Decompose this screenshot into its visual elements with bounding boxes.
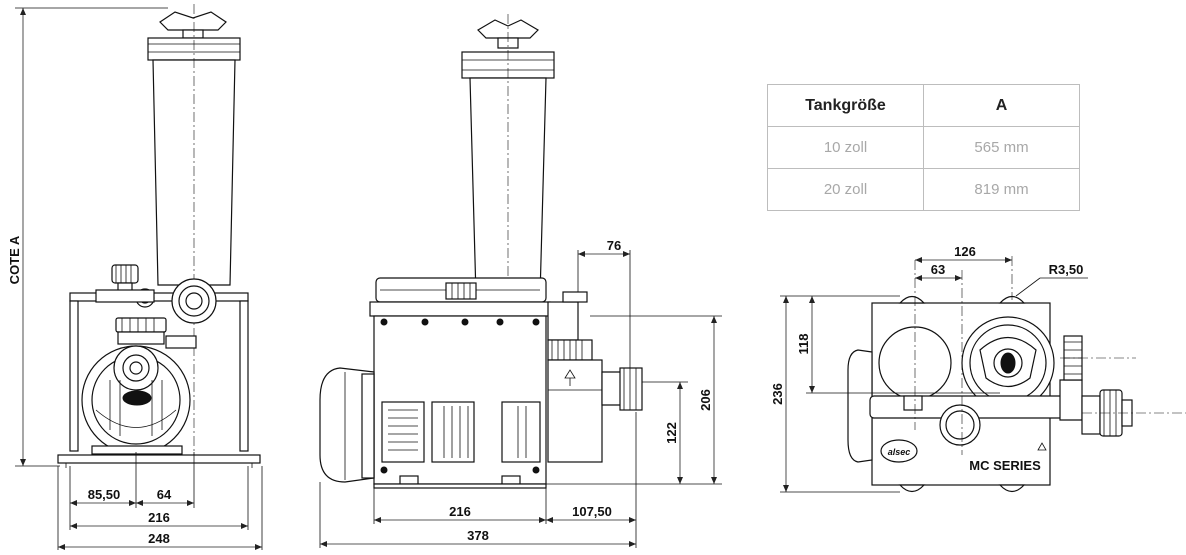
dim-107-50: 107,50 [572, 504, 612, 519]
table-header-row: Tankgröße A [767, 84, 1080, 127]
dim-118: 118 [796, 334, 811, 355]
dim-378: 378 [467, 528, 489, 543]
dim-248: 248 [148, 531, 170, 546]
dim-216-side: 216 [449, 504, 471, 519]
dim-r3-50: R3,50 [1049, 262, 1084, 277]
table-row: 20 zoll 819 mm [767, 168, 1080, 211]
table-cell: 819 mm [923, 168, 1080, 211]
table-header-a: A [923, 84, 1080, 127]
dim-64: 64 [157, 487, 172, 502]
dim-122: 122 [664, 422, 679, 444]
top-view-model-label: MC SERIES [969, 458, 1041, 473]
top-view: alsec MC SERIES 126 63 R3,50 118 236 [770, 244, 1186, 493]
table-cell: 565 mm [923, 126, 1080, 169]
front-view: COTE A [7, 4, 263, 550]
cote-a-label: COTE A [7, 235, 22, 284]
dim-85-50: 85,50 [88, 487, 121, 502]
dim-216-front: 216 [148, 510, 170, 525]
top-view-logo: alsec [888, 447, 911, 457]
dim-236: 236 [770, 383, 785, 405]
dim-63: 63 [931, 262, 945, 277]
table-row: 10 zoll 565 mm [767, 126, 1080, 169]
dim-76: 76 [607, 238, 621, 253]
table-header-tank-size: Tankgröße [767, 84, 924, 127]
tank-size-table: Tankgröße A 10 zoll 565 mm 20 zoll 819 m… [767, 84, 1080, 211]
table-cell: 10 zoll [767, 126, 924, 169]
table-cell: 20 zoll [767, 168, 924, 211]
dim-126: 126 [954, 244, 976, 259]
side-view: 76 206 122 216 107,50 378 [319, 14, 722, 548]
dim-206: 206 [698, 389, 713, 411]
